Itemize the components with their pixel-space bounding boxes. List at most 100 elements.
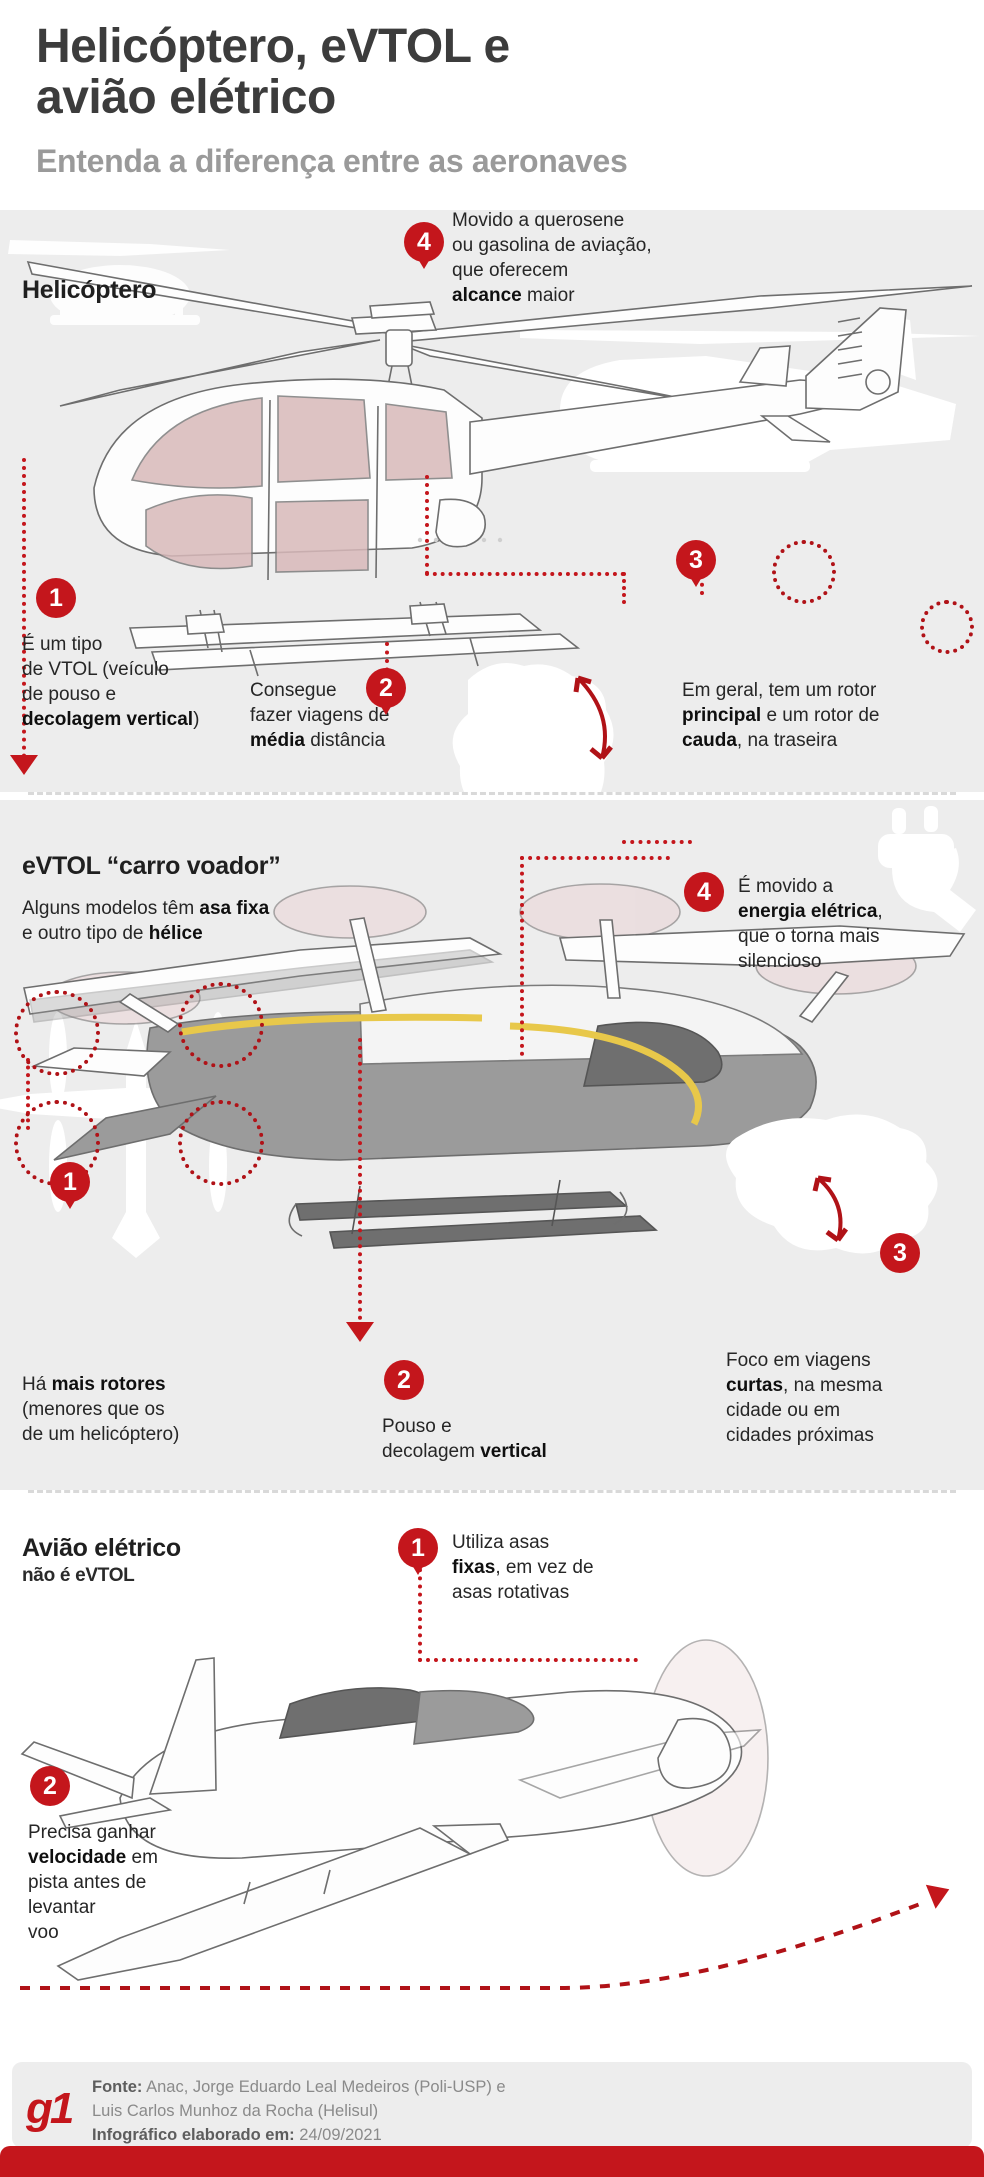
helicopter-fuselage xyxy=(93,307,907,581)
source-block: Fonte: Anac, Jorge Eduardo Leal Medeiros… xyxy=(92,2076,892,2148)
page-title: Helicóptero, eVTOL e avião elétrico xyxy=(36,20,816,124)
rotor-highlight-main xyxy=(772,540,836,604)
section-title-helicoptero: Helicóptero xyxy=(22,276,157,304)
callout-evtol-3-line3: cidade ou em xyxy=(726,1400,841,1422)
callout-evtol-3-line1: Foco em viagens xyxy=(726,1350,871,1371)
plug-icon xyxy=(878,806,976,932)
connector-heli-1 xyxy=(22,458,26,758)
callout-heli-4-line3: que oferecem xyxy=(452,260,569,282)
footer-card xyxy=(12,2062,972,2148)
callout-heli-3-line1: Em geral, tem um rotor xyxy=(682,680,877,701)
callout-heli-1-bold: decolagem vertical xyxy=(22,709,194,731)
electric-plane-body xyxy=(20,1657,763,1981)
marker-heli-3[interactable]: 3 xyxy=(676,540,716,587)
distance-arrow-evtol xyxy=(812,1175,849,1243)
marker-heli-2[interactable]: 2 xyxy=(366,668,406,715)
g1-logo[interactable]: g1 xyxy=(26,2084,74,2133)
connector-heli-4-v2 xyxy=(622,572,626,604)
callout-plane-2-bold: velocidade xyxy=(28,1847,127,1869)
callout-heli-1: É um tipo de VTOL (veículo de pouso e de… xyxy=(22,632,252,732)
marker-heli-1[interactable]: 1 xyxy=(36,578,76,618)
callout-evtol-2-bold: vertical xyxy=(480,1441,547,1463)
connector-plane-1 xyxy=(418,1560,422,1662)
footer-red-bar xyxy=(0,2156,984,2177)
connector-evtol-4-h2 xyxy=(622,840,692,844)
distance-arrow-heli xyxy=(573,675,613,760)
marker-evtol-3[interactable]: 3 xyxy=(880,1233,920,1273)
callout-heli-2-line3: média distância xyxy=(250,730,386,752)
callout-plane-2-line3: pista antes de xyxy=(28,1872,147,1894)
rotor-circle-1 xyxy=(14,990,100,1076)
callout-heli-4-line4: alcance maior xyxy=(452,285,575,307)
source-line3: Infográfico elaborado em: 24/09/2021 xyxy=(92,2124,892,2148)
date-value: 24/09/2021 xyxy=(299,2125,382,2144)
callout-heli-2-line2: fazer viagens de xyxy=(250,705,390,727)
connector-heli-4-h xyxy=(425,572,625,576)
callout-evtol-intro: Alguns modelos têm asa fixa e outro tipo… xyxy=(22,896,422,946)
rotor-circle-2 xyxy=(178,982,264,1068)
source-text: Anac, Jorge Eduardo Leal Medeiros (Poli-… xyxy=(146,2078,506,2096)
marker-evtol-2[interactable]: 2 xyxy=(384,1360,424,1400)
callout-heli-1-line4: decolagem vertical) xyxy=(22,709,200,731)
header: Helicóptero, eVTOL e avião elétrico Ente… xyxy=(0,0,984,210)
connector-heli-1-arrow xyxy=(10,755,38,775)
section-evtol xyxy=(0,800,984,1490)
source-label: Fonte: xyxy=(92,2078,143,2096)
callout-evtol-4-bold: energia elétrica xyxy=(738,901,878,923)
callout-evtol-3: Foco em viagens curtas, na mesma cidade … xyxy=(726,1348,976,1448)
callout-evtol-4-line4: silencioso xyxy=(738,951,822,973)
helicopter-skids xyxy=(128,601,581,677)
callout-plane-2-line4: levantar xyxy=(28,1897,96,1919)
callout-evtol-intro-bold2: hélice xyxy=(148,923,203,945)
page-title-line1: Helicóptero, eVTOL e xyxy=(36,20,510,73)
marker-plane-2[interactable]: 2 xyxy=(30,1766,70,1806)
callout-evtol-4-line2: energia elétrica, xyxy=(738,901,883,923)
callout-heli-3-line2: principal e um rotor de xyxy=(682,705,880,727)
helicopter-illustration xyxy=(0,210,984,792)
callout-evtol-4: É movido a energia elétrica, que o torna… xyxy=(738,874,978,974)
section-subtitle-aviao-eletrico: não é eVTOL xyxy=(22,1565,135,1586)
callout-heli-1-line2: de VTOL (veículo xyxy=(22,659,169,681)
callout-heli-4-bold: alcance xyxy=(452,285,522,307)
callout-heli-2-line1: Consegue xyxy=(250,680,337,701)
plane-illustration xyxy=(0,1498,984,2058)
callout-plane-2: Precisa ganhar velocidade em pista antes… xyxy=(28,1820,248,1945)
takeoff-arrow xyxy=(20,1902,921,1990)
callout-plane-2-line5: voo xyxy=(28,1922,59,1944)
marker-evtol-1[interactable]: 1 xyxy=(50,1162,90,1209)
callout-heli-1-line1: É um tipo xyxy=(22,634,103,655)
marker-evtol-4[interactable]: 4 xyxy=(684,872,724,912)
callout-evtol-1-line1: Há mais rotores xyxy=(22,1374,166,1395)
callout-evtol-3-bold: curtas xyxy=(726,1375,784,1397)
callout-evtol-1: Há mais rotores (menores que os de um he… xyxy=(22,1372,272,1447)
callout-heli-4-line2: ou gasolina de aviação, xyxy=(452,235,652,257)
marker-plane-1[interactable]: 1 xyxy=(398,1528,438,1575)
connector-heli-4 xyxy=(425,475,429,575)
connector-evtol-2 xyxy=(358,1038,362,1328)
callout-evtol-3-line4: cidades próximas xyxy=(726,1425,874,1447)
callout-evtol-1-bold: mais rotores xyxy=(51,1374,166,1395)
callout-plane-1-line1: Utiliza asas xyxy=(452,1532,550,1553)
connector-heli-2 xyxy=(385,642,389,680)
callout-heli-3-line3: cauda, na traseira xyxy=(682,730,838,752)
page-title-line2: avião elétrico xyxy=(36,70,336,124)
section-title-aviao-eletrico: Avião elétrico xyxy=(22,1534,181,1562)
callout-plane-2-line2: velocidade em xyxy=(28,1847,158,1869)
connector-evtol-4-v xyxy=(520,856,524,1056)
callout-heli-3: Em geral, tem um rotor principal e um ro… xyxy=(682,678,972,753)
callout-plane-2-line1: Precisa ganhar xyxy=(28,1822,156,1843)
callout-plane-1: Utiliza asas fixas, em vez de asas rotat… xyxy=(452,1530,692,1605)
callout-evtol-intro-line1: Alguns modelos têm asa fixa xyxy=(22,898,270,919)
connector-evtol-1 xyxy=(26,1058,30,1130)
callout-evtol-1-line3: de um helicóptero) xyxy=(22,1424,180,1446)
section-title-evtol: eVTOL “carro voador” xyxy=(22,852,281,880)
sao-paulo-map-silhouette xyxy=(726,1114,938,1254)
callout-evtol-3-line2: curtas, na mesma xyxy=(726,1375,883,1397)
marker-heli-4[interactable]: 4 xyxy=(404,222,444,269)
plane-artwork xyxy=(20,1639,930,1990)
callout-evtol-intro-line2: e outro tipo de hélice xyxy=(22,923,203,945)
date-label: Infográfico elaborado em: xyxy=(92,2125,295,2144)
source-line2: Luis Carlos Munhoz da Rocha (Helisul) xyxy=(92,2101,379,2120)
callout-heli-4: Movido a querosene ou gasolina de aviaçã… xyxy=(452,208,742,308)
callout-heli-1-line3: de pouso e xyxy=(22,684,117,706)
